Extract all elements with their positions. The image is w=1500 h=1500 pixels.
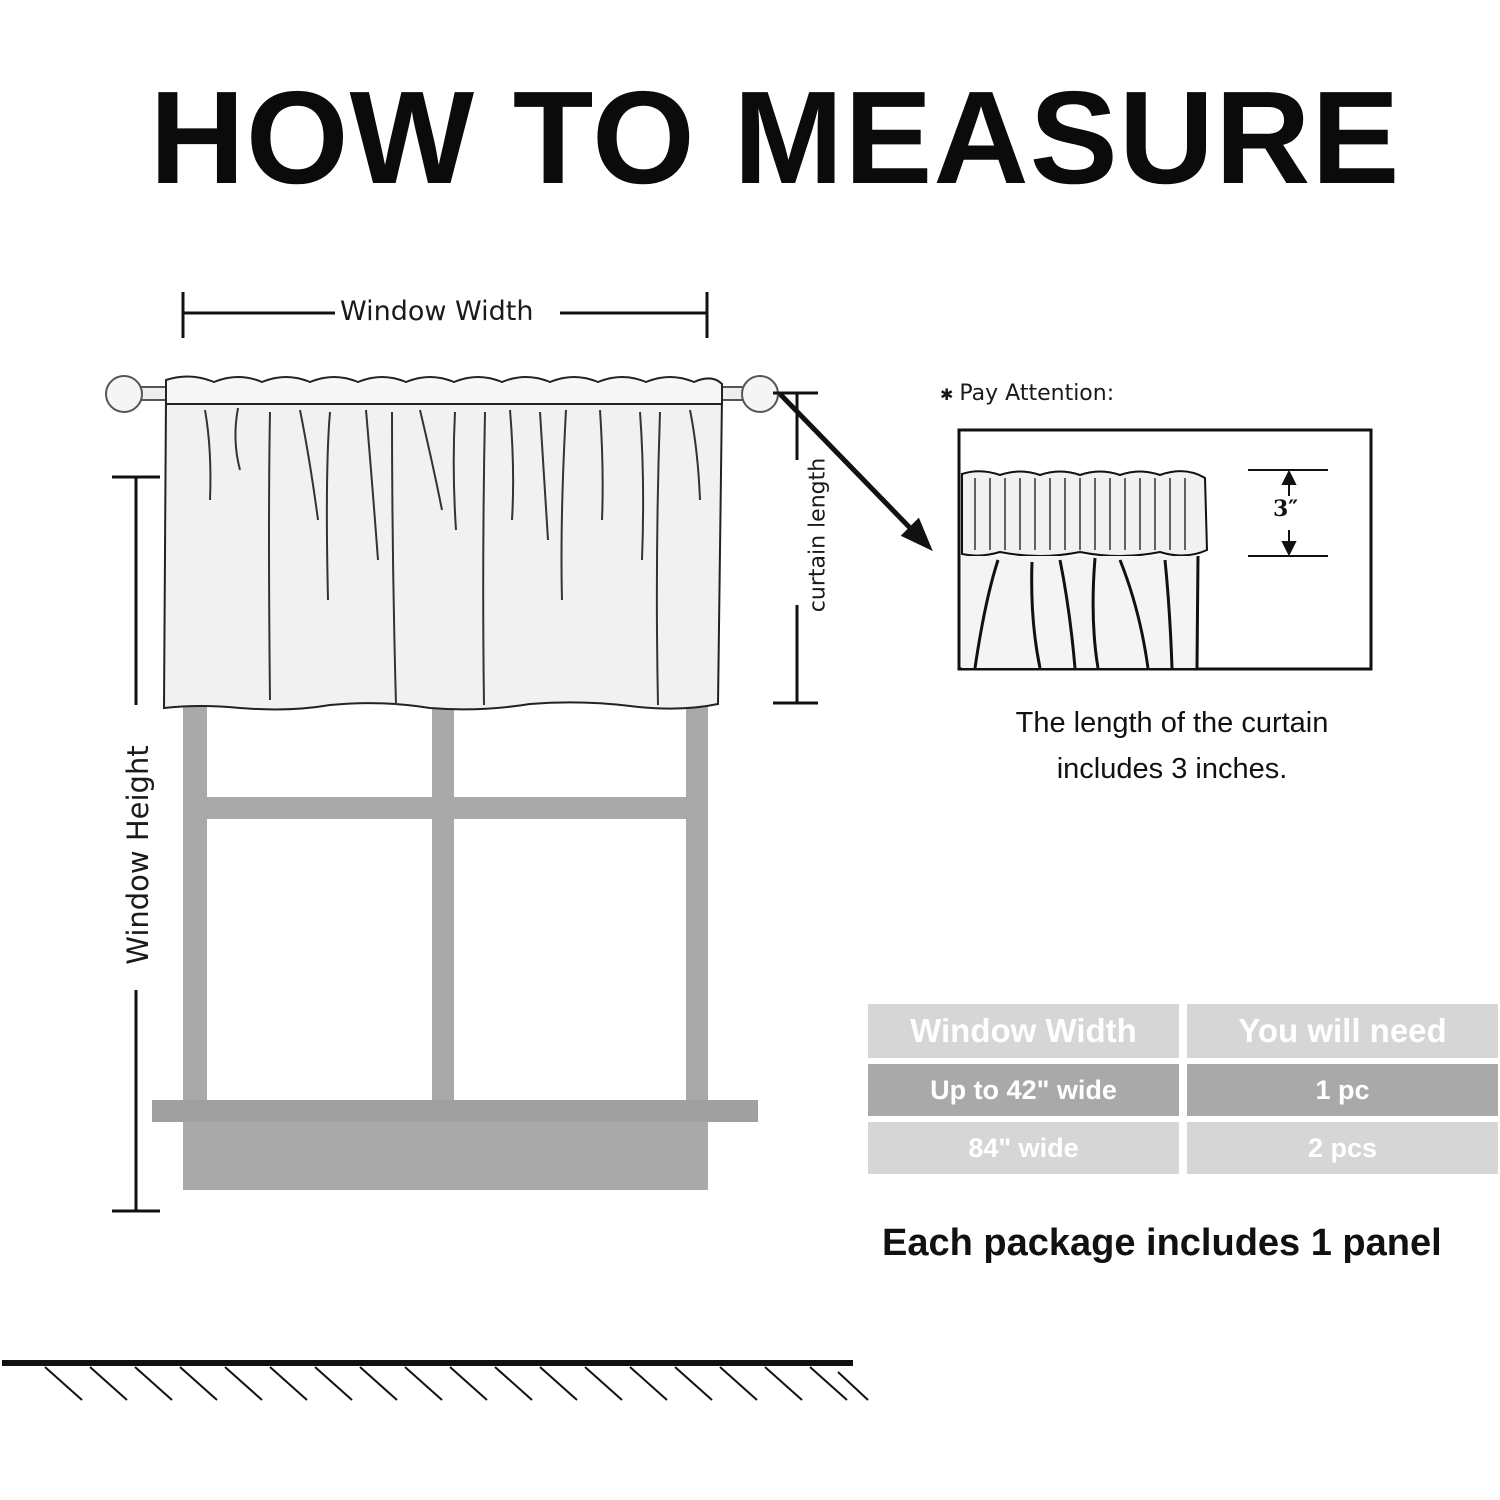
table-cell-quantity: 2 pcs bbox=[1187, 1122, 1498, 1174]
window-frame bbox=[152, 695, 758, 1190]
window-width-dimension bbox=[181, 292, 709, 338]
table-row: 84" wide 2 pcs bbox=[868, 1122, 1498, 1174]
three-inch-label: 3″ bbox=[1273, 496, 1299, 522]
pay-attention-label: Pay Attention: bbox=[959, 381, 1115, 406]
table-cell-width: Up to 42" wide bbox=[868, 1064, 1179, 1116]
detail-inset bbox=[957, 428, 1373, 671]
floor-line bbox=[2, 1360, 869, 1401]
window-height-dimension bbox=[112, 475, 160, 1213]
page-title: HOW TO MEASURE bbox=[149, 64, 1401, 211]
header-window-width: Window Width bbox=[868, 1004, 1179, 1058]
table-cell-width: 84" wide bbox=[868, 1122, 1179, 1174]
table-row: Up to 42" wide 1 pc bbox=[868, 1064, 1498, 1116]
package-note: Each package includes 1 panel bbox=[882, 1222, 1442, 1264]
header-you-will-need: You will need bbox=[1187, 1004, 1498, 1058]
table-header-row: Window Width You will need bbox=[868, 1004, 1498, 1058]
curtain-length-dimension bbox=[773, 391, 818, 705]
size-table: Window Width You will need Up to 42" wid… bbox=[868, 1004, 1498, 1180]
window-height-label: Window Height bbox=[121, 745, 155, 965]
table-cell-quantity: 1 pc bbox=[1187, 1064, 1498, 1116]
curtain-panel bbox=[162, 375, 724, 711]
pay-attention-heading: ✱ Pay Attention: bbox=[940, 381, 1114, 406]
asterisk-icon: ✱ bbox=[940, 385, 954, 404]
curtain-length-note: The length of the curtain includes 3 inc… bbox=[1015, 707, 1329, 785]
curtain-length-label: curtain length bbox=[805, 457, 831, 613]
window-width-label: Window Width bbox=[340, 296, 534, 327]
detail-pointer-arrow bbox=[778, 392, 933, 552]
